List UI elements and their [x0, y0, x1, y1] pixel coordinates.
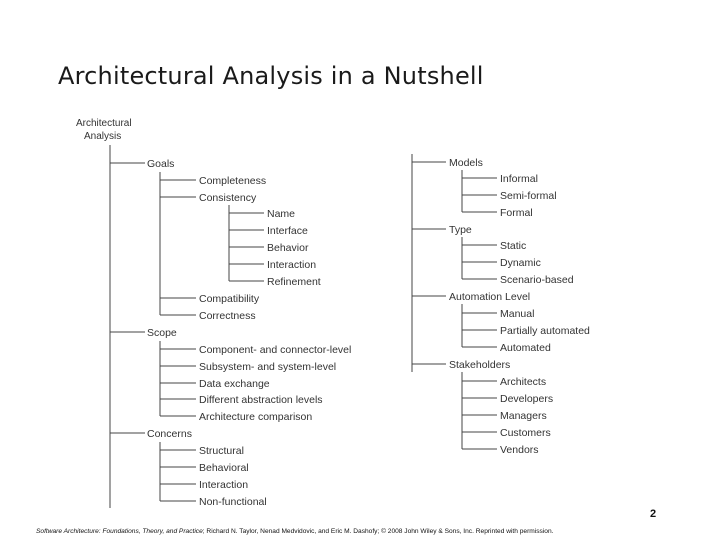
- node-interface: Interface: [267, 225, 308, 237]
- root-label-line1: Architectural: [76, 118, 132, 129]
- node-stakeholder-item: Architects: [500, 376, 546, 388]
- node-type-item: Static: [500, 240, 526, 252]
- node-scope-item: Data exchange: [199, 378, 270, 390]
- node-concern-item: Structural: [199, 445, 244, 457]
- node-behavior: Behavior: [267, 242, 309, 254]
- node-automation-level: Automation Level: [449, 291, 530, 303]
- node-stakeholder-item: Customers: [500, 427, 551, 439]
- node-automation-item: Manual: [500, 308, 534, 320]
- node-scope-item: Component- and connector-level: [199, 344, 351, 356]
- node-concern-item: Behavioral: [199, 462, 249, 474]
- node-model-item: Formal: [500, 207, 533, 219]
- node-stakeholder-item: Vendors: [500, 444, 539, 456]
- slide-title: Architectural Analysis in a Nutshell: [58, 62, 484, 90]
- node-stakeholders: Stakeholders: [449, 359, 510, 371]
- node-automation-item: Automated: [500, 342, 551, 354]
- node-scope-item: Subsystem- and system-level: [199, 361, 336, 373]
- node-model-item: Semi-formal: [500, 190, 557, 202]
- citation-book-title: Software Architecture: Foundations, Theo…: [36, 528, 203, 535]
- node-concern-item: Interaction: [199, 479, 248, 491]
- node-concern-item: Non-functional: [199, 496, 267, 508]
- node-models: Models: [449, 157, 483, 169]
- node-stakeholder-item: Managers: [500, 410, 547, 422]
- node-model-item: Informal: [500, 173, 538, 185]
- citation-details: ; Richard N. Taylor, Nenad Medvidovic, a…: [202, 528, 554, 535]
- node-concerns: Concerns: [147, 428, 192, 440]
- citation-footer: Software Architecture: Foundations, Theo…: [36, 528, 553, 535]
- node-goals: Goals: [147, 158, 174, 170]
- node-compatibility: Compatibility: [199, 293, 260, 305]
- tree-connectors: [109, 145, 497, 508]
- page-number: 2: [650, 508, 657, 520]
- node-consistency: Consistency: [199, 192, 257, 204]
- node-refinement: Refinement: [267, 276, 321, 288]
- node-type: Type: [449, 224, 472, 236]
- root-label-line2: Analysis: [84, 131, 121, 142]
- node-completeness: Completeness: [199, 175, 266, 187]
- node-scope-item: Architecture comparison: [199, 411, 312, 423]
- node-type-item: Scenario-based: [500, 274, 574, 286]
- node-name: Name: [267, 208, 295, 220]
- node-correctness: Correctness: [199, 310, 256, 322]
- node-automation-item: Partially automated: [500, 325, 590, 337]
- node-scope: Scope: [147, 327, 177, 339]
- node-scope-item: Different abstraction levels: [199, 394, 323, 406]
- node-stakeholder-item: Developers: [500, 393, 553, 405]
- node-interaction: Interaction: [267, 259, 316, 271]
- node-type-item: Dynamic: [500, 257, 541, 269]
